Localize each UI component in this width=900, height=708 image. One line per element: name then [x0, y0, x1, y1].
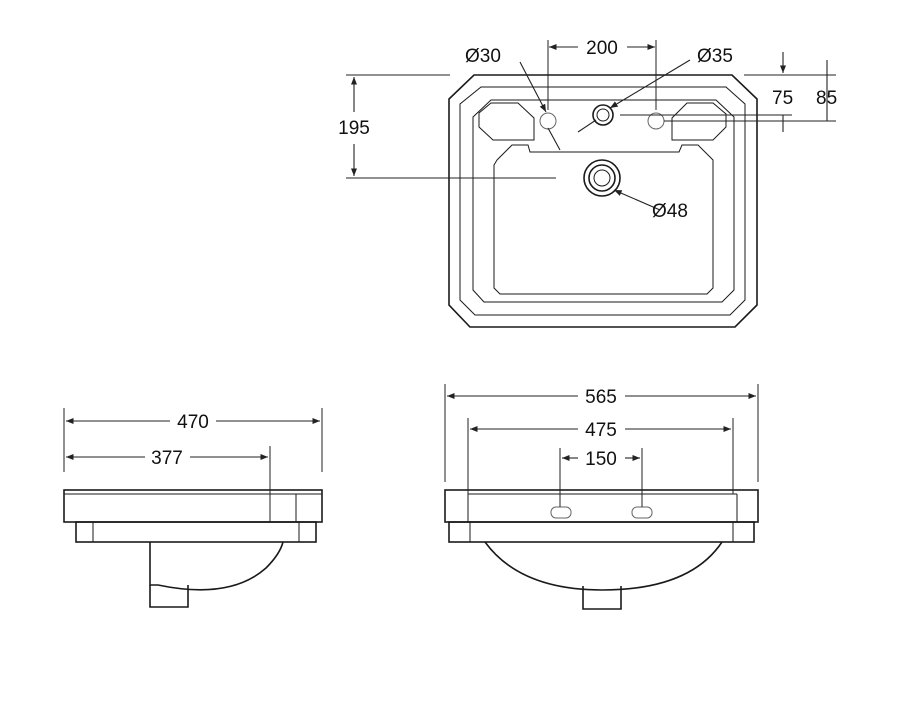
front-bowl	[484, 541, 723, 591]
dim-dia-48: Ø48	[652, 201, 688, 222]
front-skirt	[448, 521, 755, 543]
top-right-deck	[671, 102, 727, 141]
dim-75: 75	[772, 88, 793, 109]
side-waste-outlet	[149, 585, 189, 608]
dim-85: 85	[816, 88, 837, 109]
dim-195: 195	[338, 118, 370, 139]
top-bowl-inner	[493, 144, 714, 295]
front-right-tap-slot	[631, 506, 653, 519]
dim-565: 565	[585, 387, 617, 408]
centre-tap-hole-inner	[596, 108, 610, 122]
dim-dia-35: Ø35	[697, 46, 733, 67]
waste-inner	[593, 169, 611, 187]
dim-377: 377	[151, 448, 183, 469]
left-tap-hole	[539, 112, 557, 130]
waste-outer	[583, 159, 621, 197]
dim-470: 470	[177, 412, 209, 433]
front-left-tap-slot	[550, 506, 572, 519]
waste-mid	[588, 164, 616, 192]
front-waste-outlet	[582, 586, 622, 610]
dim-150: 150	[585, 449, 617, 470]
front-rim	[444, 489, 759, 523]
top-bowl-outline	[472, 99, 735, 303]
top-outer-rim	[448, 74, 758, 328]
side-rim	[63, 489, 323, 523]
top-view: 200 Ø30 Ø35 75 85 195 Ø48	[338, 38, 837, 328]
front-view: 565 475 150	[444, 384, 759, 610]
side-bowl	[149, 541, 284, 591]
top-inner-rim	[459, 86, 746, 316]
dim-475: 475	[585, 420, 617, 441]
centre-tap-hole	[592, 104, 614, 126]
dim-200: 200	[586, 38, 618, 59]
side-view: 470 377	[63, 408, 323, 608]
dim-dia-30: Ø30	[465, 46, 501, 67]
side-skirt	[75, 521, 317, 543]
top-left-deck	[478, 102, 535, 141]
